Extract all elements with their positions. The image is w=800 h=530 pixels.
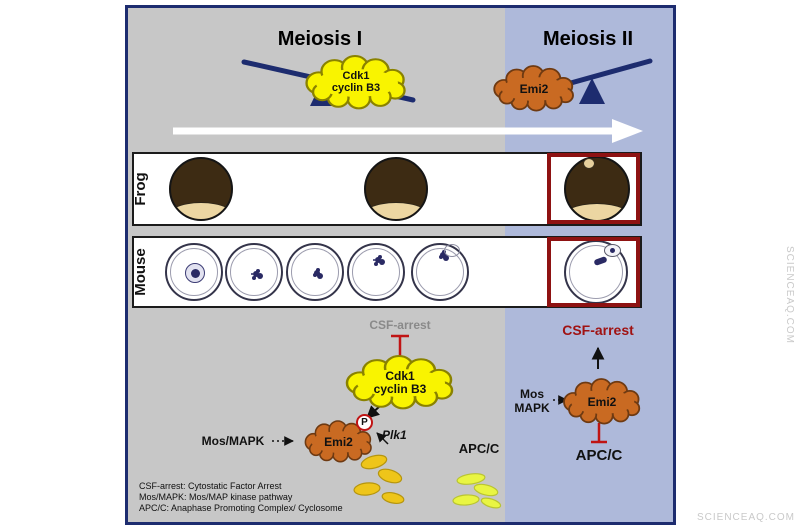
apc-label-left: APC/C [458,441,500,456]
condensed-chromatin [314,270,320,276]
watermark-bottom: SCIENCEAQ.COM [697,512,796,523]
emi2-cloud-left-pathway: Emi2 [301,421,376,463]
watermark-side: SCIENCEAQ.COM [784,246,795,345]
mos-mapk-label-left: Mos/MAPK [201,434,265,448]
apc-label-right: APC/C [575,447,623,464]
frog-oocyte-1 [169,157,233,221]
cloud-text: Emi2 [324,434,353,449]
frog-row-label: Frog [132,172,149,206]
condensed-chromatin [253,271,259,277]
mos-label: Mos [520,387,544,401]
legend: CSF-arrest: Cytostatic Factor Arrest Mos… [139,481,343,514]
mouse-oocyte-3 [286,243,344,301]
cloud-text: Emi2 [519,81,549,96]
legend-line: APC/C: Anaphase Promoting Complex/ Cyclo… [139,503,343,513]
cloud-text: cyclin B3 [373,382,427,396]
germinal-vesicle [185,263,205,283]
mouse-oocyte-2 [225,243,283,301]
csf-arrest-label-right: CSF-arrest [562,322,634,338]
mouse-oocyte-4 [347,243,405,301]
cloud-text: Emi2 [587,394,617,409]
vegetal-pole [171,202,231,219]
cloud-text: cyclin B3 [331,82,381,94]
legend-line: CSF-arrest: Cytostatic Factor Arrest [139,481,282,491]
meiosis-2-title: Meiosis II [542,28,634,50]
csf-arrest-label-left: CSF-arrest [369,318,431,332]
mos-mapk-label-right: Mos MAPK [509,387,555,415]
frog-polar-body [583,158,595,169]
plk1-label: Plk1 [382,428,407,442]
mouse-oocyte-1 [165,243,223,301]
metaphase-chromosomes [375,257,381,263]
mouse-oocyte-5 [411,243,469,301]
forming-polar-body [444,244,460,257]
emi2-cloud-balance: Emi2 [489,66,579,112]
emi2-cloud-right-pathway: Emi2 [559,379,645,425]
polar-body [604,244,621,257]
mouse-row-label: Mouse [132,248,149,296]
phospho-badge: P [356,414,373,431]
vegetal-pole [366,202,426,219]
meiosis-1-title: Meiosis I [277,28,363,50]
frog-mii-highlight-box [547,153,640,224]
mouse-mii-highlight-box [547,237,640,307]
frog-oocyte-2 [364,157,428,221]
frog-oocyte-3 [564,156,630,222]
anaphase-chromosomes [440,252,446,258]
cdk1-cyclinb3-cloud-balance: Cdk1 cyclin B3 [300,56,412,110]
mapk-label: MAPK [514,401,550,415]
legend-line: Mos/MAPK: Mos/MAP kinase pathway [139,492,293,502]
cdk1-cyclinb3-cloud-pathway: Cdk1 cyclin B3 [340,356,460,410]
vegetal-pole [566,202,628,220]
cloud-text: Cdk1 [385,369,415,384]
